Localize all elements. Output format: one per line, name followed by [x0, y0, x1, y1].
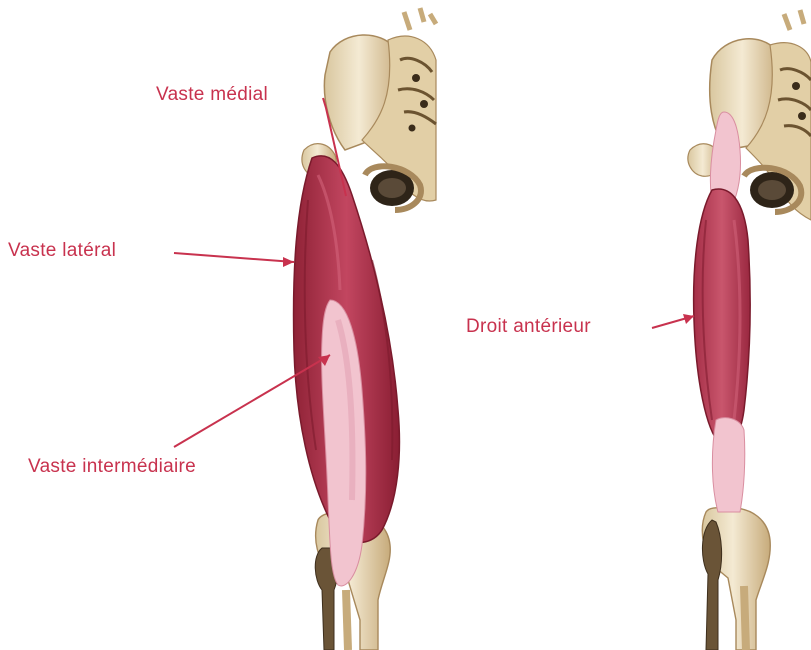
- left-quadriceps: [294, 156, 400, 586]
- right-knee-bones: [702, 508, 770, 650]
- label-droit-anterieur: Droit antérieur: [466, 316, 591, 338]
- label-vaste-medial: Vaste médial: [156, 84, 268, 106]
- label-vaste-intermediaire: Vaste intermédiaire: [28, 456, 196, 478]
- right-figure: [652, 10, 811, 650]
- label-vaste-lateral: Vaste latéral: [8, 240, 116, 262]
